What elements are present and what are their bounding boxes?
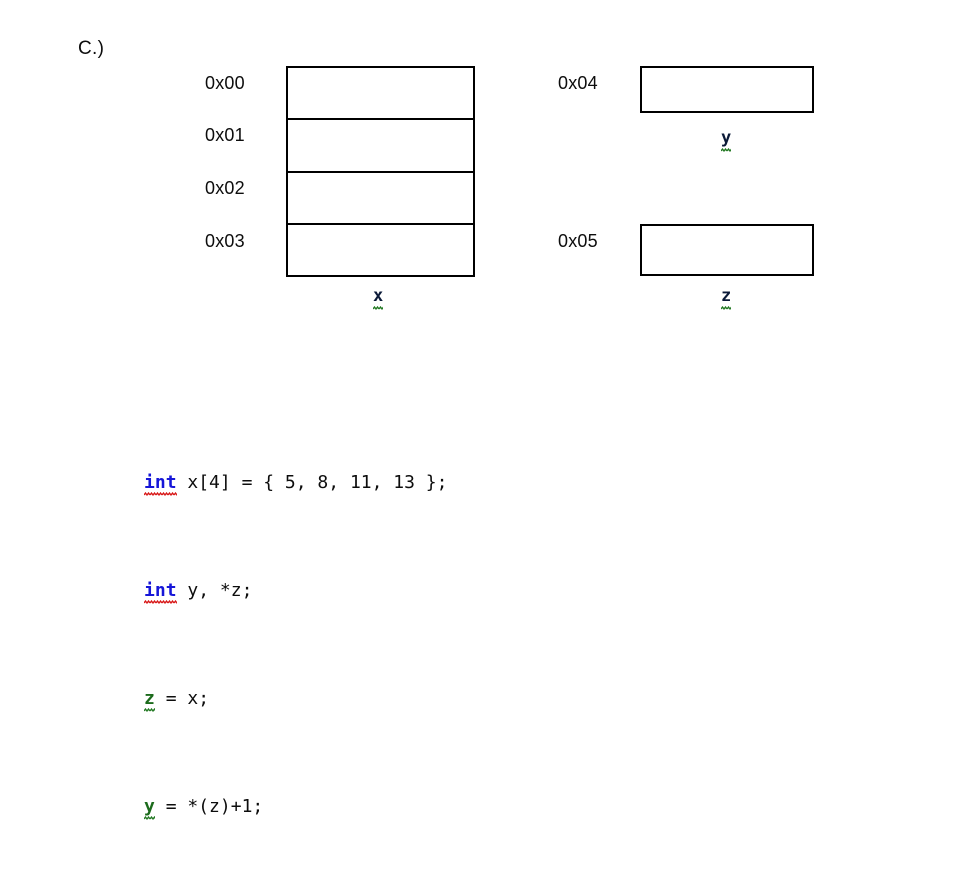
variable-caption-z: z [721, 288, 732, 310]
diagram-canvas: C.) 0x00 0x01 0x02 0x03 x 0x04 0x05 y z … [78, 38, 814, 820]
memory-cell-0x04[interactable] [640, 66, 814, 113]
code-token-keyword: int [144, 580, 177, 604]
variable-caption-y: y [721, 130, 732, 152]
question-label: C.) [78, 38, 105, 59]
address-label-0x02: 0x02 [205, 178, 245, 198]
code-block: int x[4] = { 5, 8, 11, 13 }; int y, *z; … [79, 361, 447, 874]
address-label-0x03: 0x03 [205, 231, 245, 251]
memory-cell-0x03[interactable] [288, 222, 473, 275]
memory-table-x [286, 66, 475, 277]
variable-caption-x: x [373, 288, 384, 310]
code-token-text: x[4] = { 5, 8, 11, 13 }; [176, 472, 448, 493]
code-token-text: = *(z)+1; [154, 796, 264, 817]
address-label-0x00: 0x00 [205, 73, 245, 93]
memory-cell-0x05[interactable] [640, 224, 814, 276]
memory-cell-0x00[interactable] [288, 68, 473, 119]
code-line: int x[4] = { 5, 8, 11, 13 }; [79, 442, 447, 496]
code-line: y = *(z)+1; [79, 766, 447, 820]
code-line: z = x; [79, 658, 447, 712]
memory-cell-0x01[interactable] [288, 118, 473, 171]
address-label-0x01: 0x01 [205, 125, 245, 145]
code-token-variable: y [144, 796, 155, 820]
memory-cell-0x02[interactable] [288, 170, 473, 223]
address-label-0x05: 0x05 [558, 231, 598, 251]
code-token-variable: z [144, 688, 155, 712]
address-label-0x04: 0x04 [558, 73, 598, 93]
code-token-text: = x; [154, 688, 210, 709]
code-token-text: y, *z; [176, 580, 253, 601]
code-line: int y, *z; [79, 550, 447, 604]
code-token-keyword: int [144, 472, 177, 496]
